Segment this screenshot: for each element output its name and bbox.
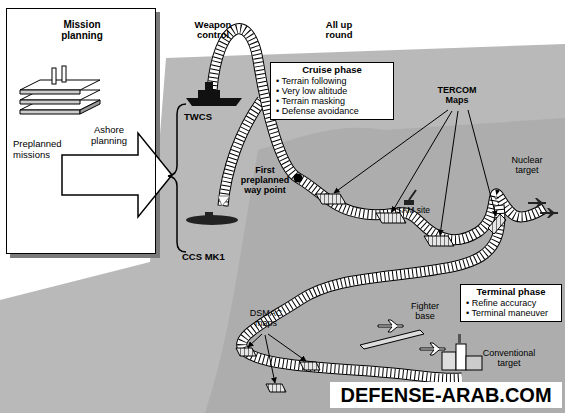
target-label: Nuclear target — [504, 156, 550, 176]
fighter-base-symbol — [360, 320, 445, 355]
sam-rail — [409, 190, 416, 200]
launch-splash — [218, 196, 230, 206]
stack-slab — [20, 100, 80, 104]
box-text: • Terrain masking — [276, 96, 388, 106]
box-text: Ashore planning — [83, 125, 135, 146]
box-text: • Refine accuracy — [466, 298, 556, 308]
map-label: DSMAC maps — [244, 309, 288, 329]
map-label: TERCOM Maps — [430, 86, 484, 106]
stack-slab — [20, 90, 80, 94]
leader-line — [440, 111, 458, 235]
sub-tower — [205, 212, 213, 218]
tercom-patches — [316, 194, 506, 246]
leader-line — [248, 334, 262, 347]
sam-site-symbol — [404, 190, 416, 205]
stack-slab — [80, 100, 100, 114]
waypoint-label: First preplanned way point — [236, 166, 294, 196]
leader-line — [468, 110, 496, 216]
ship-hull — [186, 98, 242, 106]
tercom-leaders — [334, 110, 496, 235]
equipment-label: TWCS — [184, 112, 224, 122]
leader-line — [392, 111, 452, 212]
fighter-plane — [378, 320, 403, 332]
sam-launcher — [404, 200, 414, 205]
ship-symbol — [186, 82, 242, 106]
computer-stack — [20, 66, 100, 114]
dsmac-patches — [236, 334, 320, 392]
target-label: Conventional target — [476, 349, 542, 369]
watermark: DEFENSE-ARAB.COM — [330, 382, 562, 408]
map-patch — [236, 348, 256, 356]
stack-slab — [20, 110, 80, 114]
map-patch — [266, 384, 286, 392]
conventional-target-symbol — [442, 334, 482, 370]
inland-area — [205, 118, 565, 413]
map-patch — [488, 214, 506, 234]
stack-antenna — [62, 66, 66, 82]
map-patch — [300, 362, 320, 370]
map-patch — [424, 236, 454, 246]
box-text: • Defense avoidance — [276, 106, 388, 116]
box-text: • Very low altitude — [276, 86, 388, 96]
stack-slab — [20, 90, 100, 100]
building — [442, 352, 456, 370]
panel-fill — [6, 8, 156, 254]
runway — [360, 330, 424, 349]
target-plane — [528, 198, 546, 208]
building — [456, 344, 466, 370]
phase-box: Cruise phase• Terrain following• Very lo… — [270, 62, 394, 120]
box-heading: Mission planning — [45, 19, 119, 41]
fighter-plane — [420, 343, 445, 355]
stack-antenna — [52, 68, 56, 84]
leader-line — [334, 110, 448, 193]
site-label: SAM site — [396, 206, 430, 215]
site-label: Fighter base — [402, 302, 448, 322]
submarine-symbol — [186, 196, 238, 225]
section-heading: Weapon control — [186, 20, 240, 41]
box-text: • Terrain following — [276, 76, 388, 86]
target-plane — [540, 208, 558, 218]
stack-slab — [20, 80, 100, 90]
phase-box: Terminal phase• Refine accuracy• Termina… — [460, 284, 562, 322]
ship-mast — [205, 82, 213, 90]
section-heading: All up round — [314, 20, 364, 41]
leader-line — [265, 335, 275, 383]
box-text: Preplanned missions — [13, 139, 67, 160]
planning-panel: Mission planningAshore planningPreplanne… — [6, 8, 156, 254]
nuclear-target-symbol — [528, 198, 558, 218]
chimney — [458, 334, 461, 344]
building — [466, 356, 482, 370]
map-patch — [316, 194, 346, 204]
waypoint-dot — [294, 174, 303, 183]
box-text: • Terminal maneuver — [466, 308, 556, 318]
control-bracket — [168, 104, 186, 252]
box-heading: Cruise phase — [276, 65, 388, 76]
box-heading: Terminal phase — [466, 287, 556, 298]
flight-path — [212, 29, 545, 379]
equipment-label: CCS MK1 — [182, 252, 242, 262]
ship-deck — [198, 90, 220, 98]
leader-line — [268, 334, 306, 361]
